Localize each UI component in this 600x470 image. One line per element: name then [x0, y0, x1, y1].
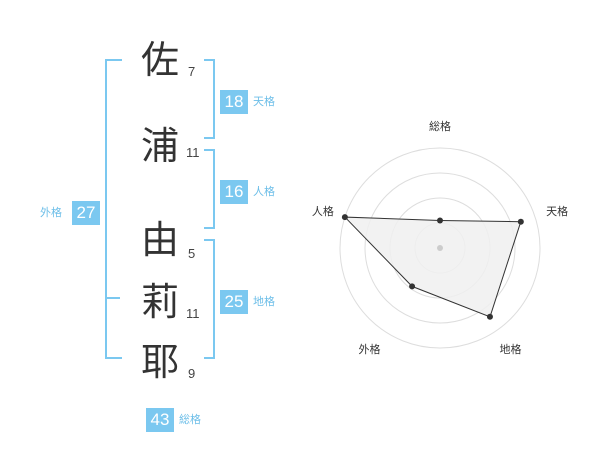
chikaku-bracket	[204, 239, 215, 359]
radar-point-1	[517, 218, 524, 225]
radar-axis-label-jinkaku: 人格	[312, 204, 334, 218]
fortune-radar-chart: 総格 天格 地格 外格 人格	[312, 119, 568, 356]
chikaku-label: 地格	[253, 295, 275, 308]
stroke-count-2: 11	[186, 145, 200, 160]
gaikaku-label: 外格	[40, 206, 62, 219]
gaikaku-bracket	[105, 59, 122, 359]
name-char-1: 佐	[140, 38, 179, 82]
soukaku-label: 総格	[179, 413, 201, 426]
stroke-count-5: 9	[188, 366, 196, 381]
stroke-count-4: 11	[186, 306, 200, 321]
radar-axis-label-gaikaku: 外格	[359, 342, 381, 356]
name-char-3: 由	[140, 218, 179, 262]
tenkaku-value: 18	[220, 90, 248, 114]
radar-data-points	[341, 214, 524, 320]
radar-point-2	[486, 313, 493, 320]
radar-point-3	[409, 283, 416, 290]
radar-ring-3	[364, 172, 516, 324]
jinkaku-value: 16	[220, 180, 248, 204]
gaikaku-value: 27	[72, 201, 100, 225]
jinkaku-label: 人格	[253, 185, 275, 198]
chikaku-value: 25	[220, 290, 248, 314]
radar-axis-label-soukaku: 総格	[429, 119, 451, 133]
name-char-4: 莉	[140, 280, 179, 324]
radar-ring-4	[339, 147, 541, 349]
name-char-5: 耶	[140, 340, 179, 384]
radar-point-4	[341, 214, 348, 221]
tenkaku-bracket	[204, 59, 215, 139]
soukaku-value: 43	[146, 408, 174, 432]
radar-axis-label-tenkaku: 天格	[546, 204, 568, 218]
stroke-count-1: 7	[188, 64, 196, 79]
tenkaku-label: 天格	[253, 95, 275, 108]
name-char-2: 浦	[140, 124, 179, 168]
radar-point-0	[437, 217, 443, 224]
radar-data-shape	[343, 216, 522, 318]
stroke-count-3: 5	[188, 246, 196, 261]
radar-axis-label-chikaku: 地格	[500, 342, 522, 356]
radar-center-dot	[437, 245, 443, 251]
jinkaku-bracket	[204, 149, 215, 229]
